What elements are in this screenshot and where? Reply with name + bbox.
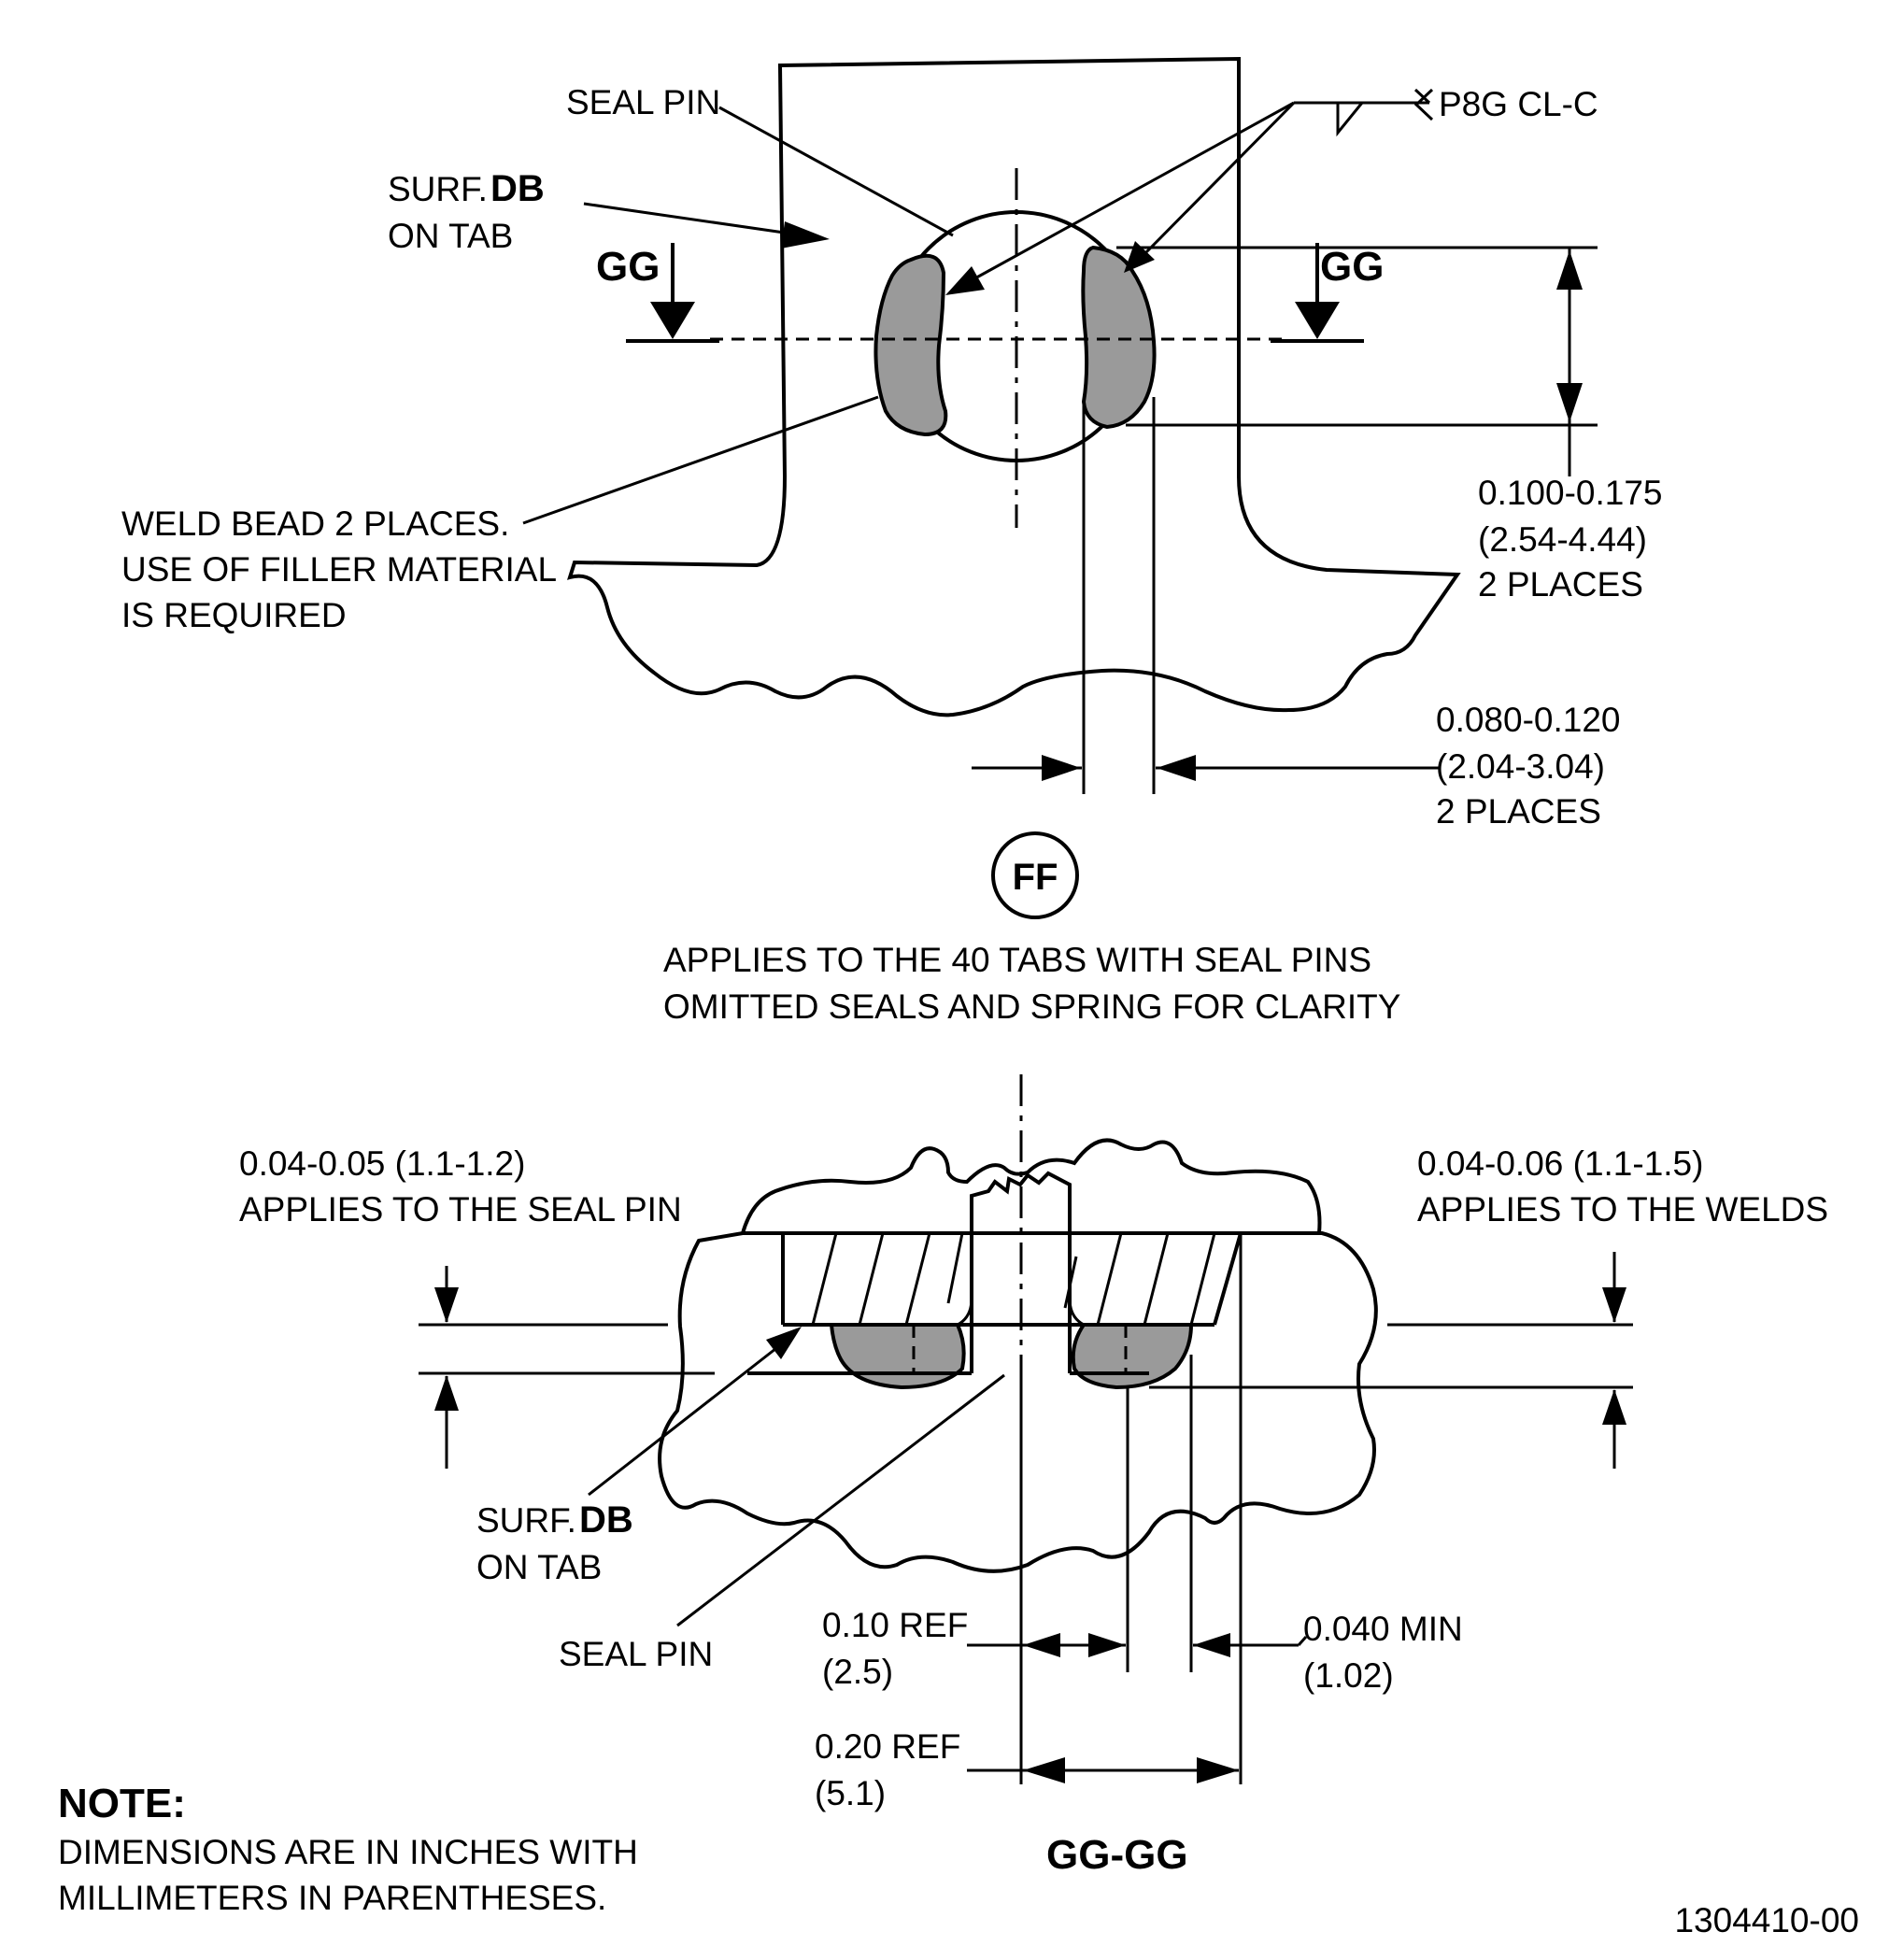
weld-note-line3: IS REQUIRED (121, 596, 347, 634)
section-label-right: GG (1320, 244, 1384, 290)
gg-left-dim-line1: 0.04-0.05 (1.1-1.2) (239, 1144, 525, 1183)
weld-bead-left (873, 253, 948, 437)
surf-db-on-tab: ON TAB (388, 217, 513, 255)
ref2-text-line1: 0.20 REF (815, 1727, 960, 1766)
dim-a-arrow-top (1556, 250, 1583, 290)
dim-a-text-line3: 2 PLACES (1478, 565, 1643, 604)
ref1-arrow-right (1088, 1633, 1126, 1657)
view-ff-caption-line2: OMITTED SEALS AND SPRING FOR CLARITY (663, 987, 1400, 1026)
ref2-arrow-right (1197, 1757, 1239, 1783)
weld-symbol-text: P8G CL-C (1439, 85, 1598, 123)
weld-tail-mark (1413, 88, 1434, 121)
view-gg-section: 0.04-0.05 (1.1-1.2) APPLIES TO THE SEAL … (239, 1074, 1828, 1878)
gg-weld-right (1071, 1323, 1194, 1390)
min-text-line2: (1.02) (1303, 1656, 1394, 1695)
section-arrow-left-head (650, 302, 695, 339)
min-arrow-left (1193, 1633, 1230, 1657)
weld-symbol-mark (1336, 102, 1364, 137)
gg-surf-db-code: DB (579, 1499, 633, 1541)
ref1-text-line1: 0.10 REF (822, 1606, 968, 1644)
weld-tail (1413, 88, 1431, 105)
note-heading: NOTE: (58, 1781, 186, 1826)
gg-weld-left (829, 1323, 966, 1390)
seal-pin-label: SEAL PIN (566, 83, 720, 121)
gg-seal-pin-leader (676, 1373, 1005, 1627)
note-line2: MILLIMETERS IN PARENTHESES. (58, 1879, 606, 1917)
view-ff-caption-line1: APPLIES TO THE 40 TABS WITH SEAL PINS (663, 941, 1371, 979)
dim-a-arrow-bottom (1556, 383, 1583, 422)
surf-db-arrow (781, 221, 830, 249)
weld-leader-right (1143, 101, 1296, 256)
dim-b-text-line3: 2 PLACES (1436, 792, 1601, 831)
pin-fillet-left (957, 1298, 973, 1327)
view-ff: SEAL PIN SURF. DB ON TAB GG GG P8G CL-C … (121, 56, 1663, 1026)
surf-db-code: DB (490, 168, 545, 209)
gg-right-dim-line2: APPLIES TO THE WELDS (1417, 1190, 1828, 1229)
tab-outline (567, 56, 1461, 717)
dim-a-text-line1: 0.100-0.175 (1478, 474, 1663, 512)
section-gg-title: GG-GG (1046, 1832, 1188, 1878)
ref1-arrow-left (1023, 1633, 1060, 1657)
weld-leader-left (971, 101, 1295, 282)
weld-arrow-right (1124, 241, 1155, 273)
left-dim-arrow-top (434, 1287, 459, 1323)
ref1-text-line2: (2.5) (822, 1653, 893, 1691)
ref2-text-line2: (5.1) (815, 1774, 886, 1812)
weld-note-line1: WELD BEAD 2 PLACES. (121, 504, 509, 543)
dim-a-text-line2: (2.54-4.44) (1478, 520, 1647, 559)
drawing-number: 1304410-00 (1674, 1901, 1859, 1939)
surf-db-prefix: SURF. (388, 170, 488, 208)
dim-b-arrow-left (1042, 755, 1081, 781)
min-text-line1: 0.040 MIN (1303, 1610, 1463, 1648)
upper-material-outline (741, 1138, 1322, 1234)
tab-section-outline (658, 1231, 1378, 1573)
gg-left-dim-line2: APPLIES TO THE SEAL PIN (239, 1190, 682, 1229)
weld-bead-leader (522, 395, 879, 525)
gg-surf-db-prefix: SURF. (476, 1501, 576, 1540)
dim-b-arrow-right (1157, 755, 1196, 781)
dim-b-text-line1: 0.080-0.120 (1436, 701, 1621, 739)
note-block: NOTE: DIMENSIONS ARE IN INCHES WITH MILL… (58, 1781, 638, 1917)
section-label-left: GG (596, 244, 660, 290)
surf-db-leader (583, 202, 804, 237)
gg-seal-pin-label: SEAL PIN (559, 1635, 713, 1673)
view-ff-label: FF (1013, 857, 1058, 898)
seal-pin-section (970, 1171, 1072, 1373)
weld-note-line2: USE OF FILLER MATERIAL (121, 550, 557, 589)
weld-bead-right (1081, 245, 1157, 430)
tab-hatching (811, 1232, 1216, 1326)
note-line1: DIMENSIONS ARE IN INCHES WITH (58, 1833, 638, 1871)
pin-fillet-right (1068, 1298, 1085, 1327)
section-arrow-right-head (1295, 302, 1340, 339)
dim-b-text-line2: (2.04-3.04) (1436, 747, 1605, 786)
left-dim-arrow-bottom (434, 1375, 459, 1411)
gg-surf-db-on-tab: ON TAB (476, 1548, 602, 1586)
view-ff-label-circle (991, 831, 1079, 919)
tab-right-edge (1213, 1232, 1243, 1326)
min-leader (1297, 1636, 1308, 1646)
right-dim-arrow-bottom (1602, 1389, 1626, 1425)
gg-surf-db-leader (588, 1343, 781, 1497)
ref2-arrow-left (1023, 1757, 1065, 1783)
weld-arrow-left (945, 266, 985, 295)
gg-right-dim-line1: 0.04-0.06 (1.1-1.5) (1417, 1144, 1703, 1183)
gg-surf-db-arrow (766, 1327, 802, 1359)
seal-pin-leader (718, 106, 954, 237)
right-dim-arrow-top (1602, 1287, 1626, 1323)
